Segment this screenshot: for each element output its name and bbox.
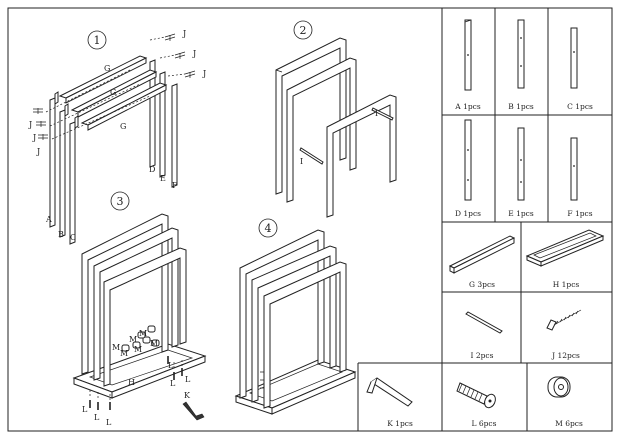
part-j-drawing: [546, 309, 582, 331]
part-f-drawing: [570, 137, 578, 201]
label-d: D: [149, 165, 155, 174]
label-a: A: [45, 215, 52, 224]
label-l-3: L: [106, 418, 112, 427]
label-h: H: [128, 378, 135, 387]
part-c-drawing: [570, 27, 578, 89]
step-1-exploded-view: [33, 33, 196, 245]
label-j-1: J: [182, 29, 186, 38]
sheet-border: [7, 7, 613, 432]
label-l-6: L: [168, 361, 174, 370]
part-l-drawing: [456, 382, 496, 409]
part-a-drawing: [464, 19, 472, 91]
label-m-6: M: [150, 339, 158, 348]
part-label-d: D 1pcs: [455, 209, 481, 218]
label-g-2: G: [110, 88, 116, 97]
label-i-1: I: [300, 157, 303, 166]
part-label-c: C 1pcs: [567, 102, 593, 111]
parts-table-grid: [357, 8, 612, 431]
step-1-badge: 1: [87, 30, 107, 50]
part-label-m: M 6pcs: [555, 419, 583, 428]
step-2-number: 2: [300, 24, 307, 37]
label-g-3: G: [120, 122, 126, 131]
label-f: F: [172, 181, 178, 190]
label-e: E: [160, 174, 166, 183]
label-j-4: J: [28, 120, 32, 129]
label-m-1: M: [112, 343, 120, 352]
part-label-l: L 6pcs: [472, 419, 497, 428]
step-4-finished-rack: [234, 229, 357, 415]
part-label-h: H 1pcs: [553, 280, 580, 289]
part-label-e: E 1pcs: [508, 209, 534, 218]
part-m-drawing: [547, 376, 571, 398]
label-g-1: G: [104, 64, 110, 73]
step-2-labels: I I: [300, 109, 378, 166]
step-1-number: 1: [94, 34, 101, 47]
label-j-2: J: [192, 49, 196, 58]
step-3-assembly: [72, 213, 207, 421]
label-i-2: I: [375, 109, 378, 118]
step-1-labels: G G G J J J J J J A B C D E F: [28, 29, 206, 242]
label-j-6: J: [36, 147, 40, 156]
part-label-k: K 1pcs: [387, 419, 413, 428]
part-e-drawing: [517, 127, 525, 201]
step-3-number: 3: [117, 195, 124, 208]
part-b-drawing: [517, 19, 525, 89]
part-label-a: A 1pcs: [454, 102, 481, 111]
label-l-2: L: [94, 413, 100, 422]
label-j-3: J: [202, 69, 206, 78]
label-l-5: L: [185, 375, 191, 384]
part-label-g: G 3pcs: [469, 280, 495, 289]
label-b: B: [58, 230, 64, 239]
label-l-4: L: [170, 379, 176, 388]
part-d-drawing: [464, 119, 472, 201]
step-4-number: 4: [265, 222, 272, 235]
part-label-b: B 1pcs: [508, 102, 534, 111]
step-3-labels: M M M M M M H L L L L L L K: [82, 329, 191, 427]
step-2-badge: 2: [293, 20, 313, 40]
part-h-drawing: [525, 229, 605, 267]
label-c: C: [70, 233, 76, 242]
label-k: K: [184, 391, 191, 400]
label-l-1: L: [82, 405, 88, 414]
part-g-drawing: [448, 235, 516, 274]
part-label-i: I 2pcs: [471, 351, 494, 360]
label-j-5: J: [32, 133, 36, 142]
label-m-5: M: [139, 329, 147, 338]
label-m-4: M: [129, 335, 137, 344]
part-k-drawing: [366, 377, 413, 407]
part-i-drawing: [465, 311, 503, 334]
label-m-2: M: [120, 349, 128, 358]
step-4-badge: 4: [258, 218, 278, 238]
label-m-3: M: [134, 345, 142, 354]
step-2-frames: [275, 37, 397, 218]
part-label-j: J 12pcs: [551, 351, 580, 360]
part-label-f: F 1pcs: [567, 209, 592, 218]
step-3-badge: 3: [110, 191, 130, 211]
